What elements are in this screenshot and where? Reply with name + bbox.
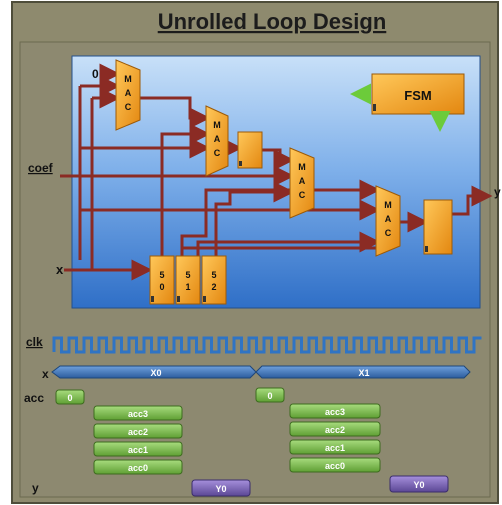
mac-letter: A <box>385 214 392 224</box>
acc-group-2: 0 acc3 acc2 acc1 acc0 <box>255 387 381 473</box>
x-timing-label: x <box>42 367 49 381</box>
diagram-title: Unrolled Loop Design <box>158 9 387 34</box>
output-y-label: y <box>494 185 501 199</box>
mac-unit-3: M A C <box>289 147 315 219</box>
acc-entry: acc1 <box>128 445 148 455</box>
shift-reg-top: 5 <box>159 270 164 280</box>
fsm-block: FSM <box>371 73 465 115</box>
shift-register-2: 5 2 <box>201 255 227 305</box>
acc-initial: 0 <box>67 393 72 403</box>
mac-letter: A <box>299 176 306 186</box>
shift-reg-top: 5 <box>185 270 190 280</box>
y-output-value: Y0 <box>413 480 424 490</box>
mac-letter: C <box>125 102 132 112</box>
input-zero-label: 0 <box>92 67 99 81</box>
acc-entry: acc3 <box>128 409 148 419</box>
acc-initial: 0 <box>267 391 272 401</box>
acc-entry: acc0 <box>325 461 345 471</box>
mac-unit-4: M A C <box>375 185 401 257</box>
clock-notch <box>425 246 428 252</box>
clk-waveform <box>52 336 482 354</box>
shift-reg-bottom: 2 <box>211 282 216 292</box>
y-output-value: Y0 <box>215 484 226 494</box>
mac-letter: M <box>298 162 306 172</box>
mac-unit-2: M A C <box>205 105 229 177</box>
mac-letter: C <box>299 190 306 200</box>
x-bus: X0 X1 <box>51 365 471 379</box>
mac-letter: A <box>214 134 221 144</box>
x-bus-value: X1 <box>358 368 369 378</box>
acc-entry: acc2 <box>128 427 148 437</box>
shift-register-0: 5 0 <box>149 255 175 305</box>
acc-group-1: 0 acc3 acc2 acc1 acc0 <box>55 389 183 475</box>
clock-notch <box>239 161 242 166</box>
fsm-label: FSM <box>404 88 431 103</box>
mac-letter: M <box>213 120 221 130</box>
y-timing-label: y <box>32 481 39 495</box>
shift-reg-bottom: 1 <box>185 282 190 292</box>
coef-label: coef <box>28 161 54 175</box>
acc-entry: acc0 <box>128 463 148 473</box>
mac-letter: M <box>124 74 132 84</box>
acc-entry: acc3 <box>325 407 345 417</box>
x-bus-value: X0 <box>150 368 161 378</box>
output-register <box>423 199 453 255</box>
y-output-box-2 <box>389 475 449 493</box>
y-output-box-1 <box>191 479 251 497</box>
mac-unit-1: M A C <box>115 59 141 131</box>
shift-register-1: 5 1 <box>175 255 201 305</box>
shift-reg-bottom: 0 <box>159 282 164 292</box>
mac-letter: M <box>384 200 392 210</box>
acc-timing-label: acc <box>24 391 44 405</box>
mac-letter: C <box>214 148 221 158</box>
shift-reg-top: 5 <box>211 270 216 280</box>
mac-letter: C <box>385 228 392 238</box>
acc-entry: acc1 <box>325 443 345 453</box>
acc-entry: acc2 <box>325 425 345 435</box>
clk-label: clk <box>26 335 43 349</box>
x-input-label: x <box>56 262 64 277</box>
mac-letter: A <box>125 88 132 98</box>
wires <box>60 63 493 281</box>
